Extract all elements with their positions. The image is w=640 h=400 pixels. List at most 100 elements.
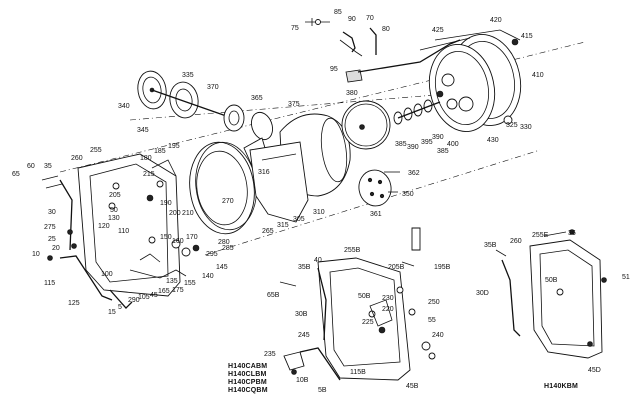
callout-label: 340 <box>118 103 130 110</box>
callout-label: 275 <box>44 224 56 231</box>
model-number-single: H140KBM <box>544 383 579 390</box>
callout-label: 235 <box>264 351 276 358</box>
callout-label: 70 <box>366 15 374 22</box>
callout-label: 345 <box>137 127 149 134</box>
callout-label: 385 <box>437 148 449 155</box>
callout-label: 305 <box>293 216 305 223</box>
callout-label: 225 <box>362 319 374 326</box>
callout-label: 175 <box>172 287 184 294</box>
callout-label: 310 <box>313 209 325 216</box>
callout-label: 35B <box>484 242 497 249</box>
callout-label: 390 <box>432 134 444 141</box>
callout-label: 330 <box>520 124 532 131</box>
callout-label: 425 <box>432 27 444 34</box>
callout-label: 335 <box>182 72 194 79</box>
model-number-line: H140CABM <box>228 363 268 370</box>
drive-pulley-assembly <box>137 70 233 119</box>
callout-label: 190 <box>160 200 172 207</box>
callout-label: 100 <box>101 271 113 278</box>
callout-label: 365 <box>251 95 263 102</box>
callout-label: 130 <box>108 215 120 222</box>
callout-label: 145 <box>216 264 228 271</box>
callout-label: 205B <box>388 264 405 271</box>
callout-label: 30B <box>295 311 308 318</box>
callout-label: 5B <box>318 387 327 394</box>
callout-label: 370 <box>207 84 219 91</box>
callout-labels: 85 90 70 75 80 95 425 420 415 410 335 37… <box>12 9 630 394</box>
callout-label: 65 <box>12 171 20 178</box>
callout-label: 30D <box>476 290 489 297</box>
callout-label: 50B <box>545 277 558 284</box>
callout-label: 45 <box>150 292 158 299</box>
callout-label: 350 <box>402 191 414 198</box>
callout-label: 240 <box>432 332 444 339</box>
callout-label: 255 <box>90 147 102 154</box>
callout-label: 362 <box>408 170 420 177</box>
callout-label: 125 <box>68 300 80 307</box>
callout-label: 220 <box>382 306 394 313</box>
callout-label: 185 <box>154 148 166 155</box>
callout-label: 250 <box>428 299 440 306</box>
callout-label: 180 <box>140 155 152 162</box>
callout-label: 385 <box>395 141 407 148</box>
callout-label: 375 <box>288 101 300 108</box>
callout-label: 90 <box>348 16 356 23</box>
callout-label: 430 <box>487 137 499 144</box>
callout-label: 195 <box>168 143 180 150</box>
callout-label: 285 <box>222 245 234 252</box>
callout-label: 205 <box>109 192 121 199</box>
callout-label: 290 <box>128 297 140 304</box>
bearing-shaft-parts <box>393 99 441 125</box>
callout-label: 15 <box>108 309 116 316</box>
callout-label: 115B <box>350 369 366 376</box>
callout-label: 60 <box>27 163 35 170</box>
callout-label: 245 <box>298 332 310 339</box>
callout-label: 155 <box>184 280 196 287</box>
callout-label: 255E <box>532 232 549 239</box>
callout-label: 415 <box>521 33 533 40</box>
drum-assembly <box>223 100 391 197</box>
callout-label: 80 <box>382 26 390 33</box>
callout-label: 140 <box>202 273 214 280</box>
tub-rear-housing <box>419 29 522 132</box>
callout-label: 316 <box>258 169 270 176</box>
callout-label: 20 <box>52 245 60 252</box>
callout-label: 165 <box>158 288 170 295</box>
callout-label: 390 <box>407 144 419 151</box>
callout-label: 50B <box>358 293 371 300</box>
callout-label: 260 <box>71 155 83 162</box>
callout-label: 280 <box>218 239 230 246</box>
front-drum-ring <box>189 141 309 235</box>
callout-label: 135 <box>166 278 178 285</box>
callout-label: 40 <box>314 257 322 264</box>
callout-label: 195B <box>434 264 451 271</box>
callout-label: 105 <box>138 294 150 301</box>
callout-label: 10B <box>296 377 309 384</box>
callout-label: 215 <box>143 171 155 178</box>
callout-label: 55 <box>428 317 436 324</box>
right-frame-assembly <box>495 229 607 359</box>
callout-label: 51 <box>622 274 630 281</box>
callout-label: 160 <box>172 238 184 245</box>
callout-label: 10 <box>32 251 40 258</box>
callout-label: 85 <box>334 9 342 16</box>
callout-label: 35 <box>44 163 52 170</box>
model-number-line: H140CLBM <box>228 371 267 378</box>
left-front-frame <box>41 153 200 309</box>
fan-disc <box>358 169 400 207</box>
callout-label: 200 <box>169 210 181 217</box>
callout-label: 110 <box>118 228 129 235</box>
callout-label: 120 <box>98 223 110 230</box>
callout-label: 45B <box>406 383 419 390</box>
callout-label: 50 <box>110 207 118 214</box>
callout-label: 170 <box>186 234 198 241</box>
callout-label: 210 <box>182 210 194 217</box>
callout-label: 75 <box>291 25 299 32</box>
callout-label: 265 <box>262 228 274 235</box>
callout-label: 380 <box>346 90 358 97</box>
callout-label: 5 <box>118 304 122 311</box>
callout-label: 45D <box>588 367 601 374</box>
callout-label: 65B <box>267 292 280 299</box>
callout-label: 325 <box>506 122 518 129</box>
